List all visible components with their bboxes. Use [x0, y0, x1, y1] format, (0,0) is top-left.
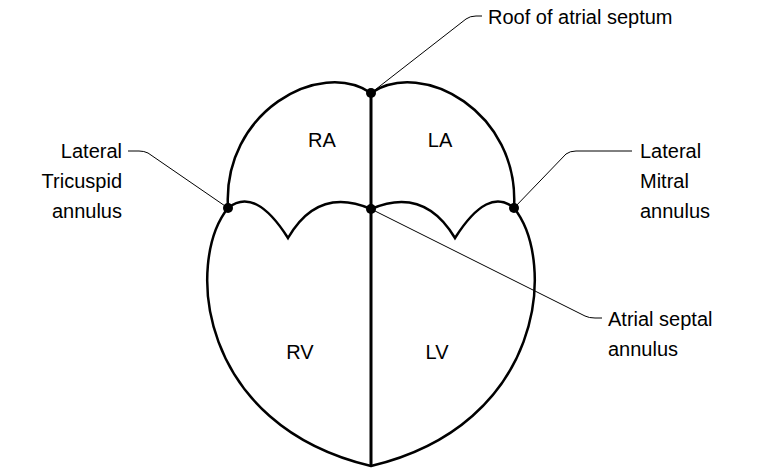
landmark-dot	[509, 203, 519, 213]
chamber-label: LV	[426, 337, 449, 367]
chamber-label: LA	[428, 125, 452, 155]
callout-label: Atrial septal annulus	[608, 304, 734, 364]
landmark-dot	[366, 88, 376, 98]
septum-line	[370, 93, 373, 466]
leader-line	[514, 151, 632, 208]
leader-line	[371, 16, 482, 93]
right-atrium-outline	[228, 82, 371, 208]
callout-label: Lateral Mitral annulus	[640, 136, 718, 226]
leader-line	[371, 209, 602, 318]
landmark-dot	[223, 203, 233, 213]
callout-label: Roof of atrial septum	[488, 2, 673, 32]
leader-line	[128, 151, 228, 208]
tricuspid-valve	[228, 201, 371, 238]
chamber-label: RV	[286, 337, 313, 367]
chamber-label: RA	[308, 125, 336, 155]
left-atrium-outline	[371, 82, 514, 208]
callout-label: Lateral Tricuspid annulus	[22, 136, 122, 226]
landmark-dot	[366, 204, 376, 214]
